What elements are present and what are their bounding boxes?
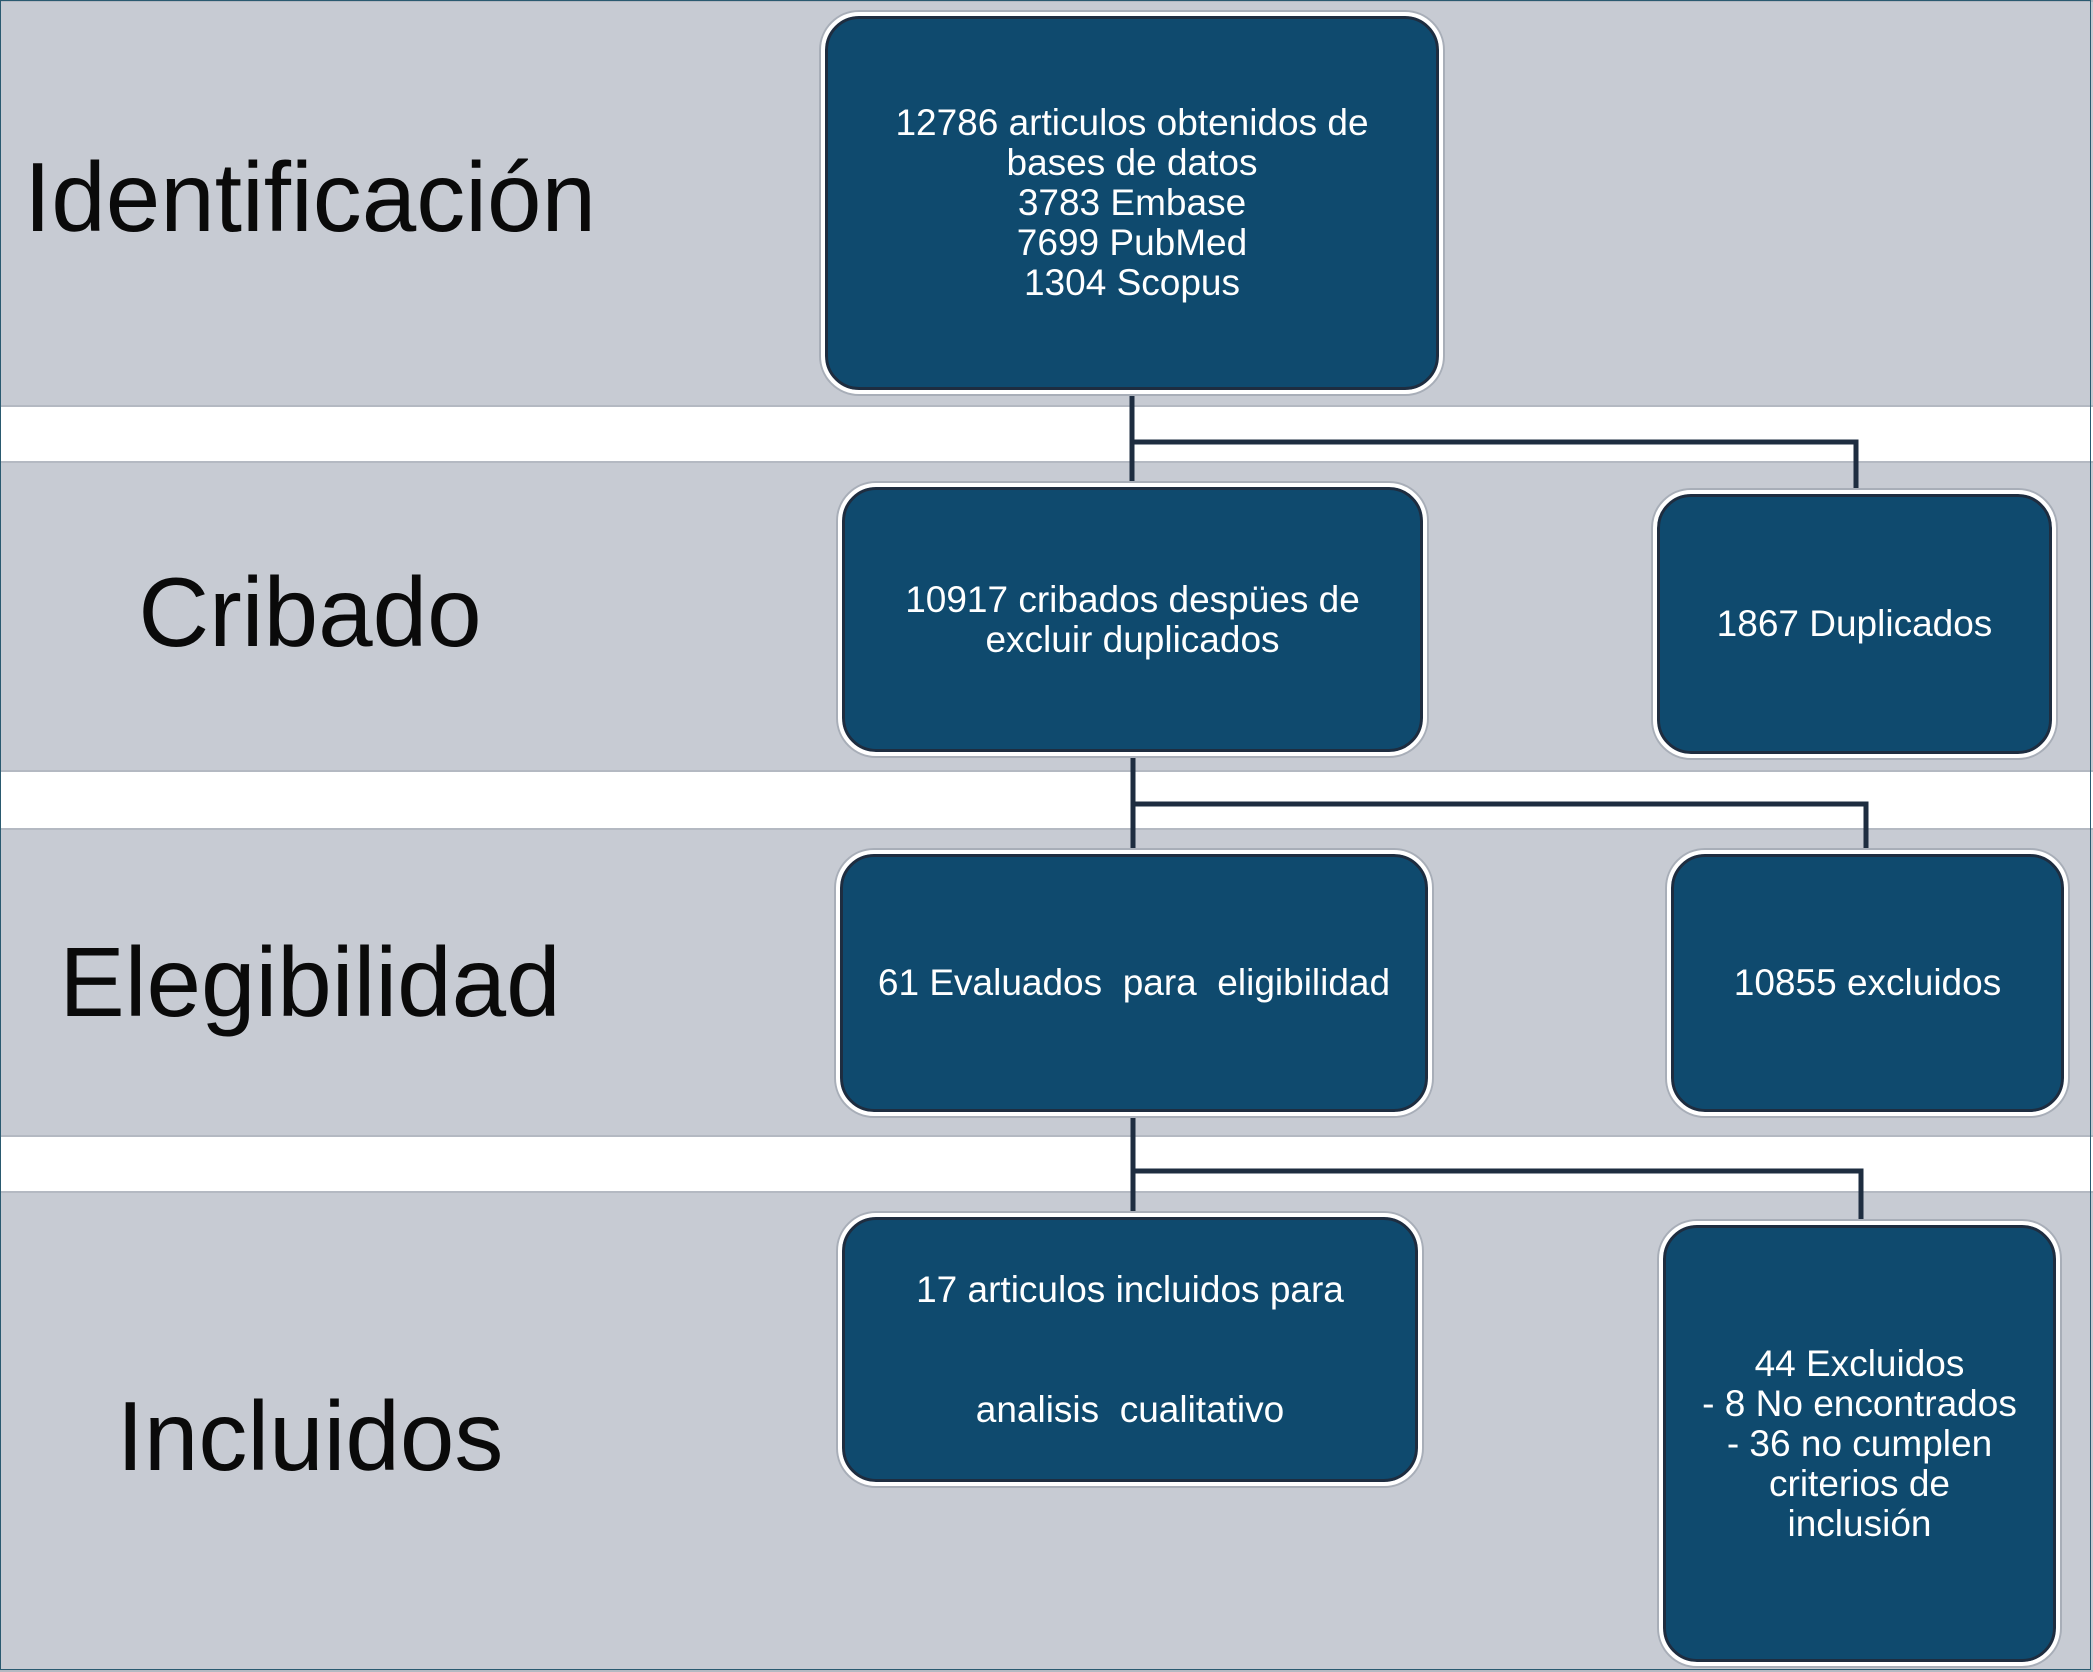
box-assessed-eligibility: 61 Evaluados para eligibilidad [836,850,1432,1116]
connector-identified-to-duplicates [1132,439,1859,494]
box-text-line: - 36 no cumplen [1726,1422,1993,1464]
box-screened-records: 10917 cribados despües de excluir duplic… [838,483,1427,756]
box-text-line: excluir duplicados [985,618,1280,660]
box-text-line: 1867 Duplicados [1716,603,1993,644]
box-text-line: 10917 cribados despües de [905,578,1360,620]
stage-label-eligibility: Elegibilidad [59,927,561,1037]
box-text-line: 1304 Scopus [1023,262,1240,303]
box-text-line: analisis cualitativo [975,1388,1285,1430]
box-text-line: criterios de [1769,1462,1950,1504]
box-text-line: 12786 articulos obtenidos de [895,102,1369,143]
box-text-line: 44 Excluidos [1754,1342,1965,1384]
box-text-line: 3783 Embase [1017,182,1247,223]
box-included-studies: 17 articulos incluidos para analisis cua… [838,1213,1422,1486]
stage-label-identification: Identificación [23,142,597,252]
box-excluded-screening: 10855 excluidos [1667,850,2068,1116]
connector-screened-to-excluded [1133,801,1869,854]
box-text-line: 10855 excluidos [1733,962,2002,1003]
connector-assessed-to-excluded-full-text [1133,1168,1864,1225]
stage-label-screening: Cribado [138,557,482,667]
box-text-line: bases de datos [1006,142,1258,183]
stage-label-included: Incluidos [116,1381,504,1491]
box-excluded-full-text: 44 Excluidos - 8 No encontrados - 36 no … [1659,1221,2060,1666]
box-text-line: - 8 No encontrados [1702,1382,2017,1424]
box-text-line: inclusión [1787,1502,1932,1544]
box-text-line: 7699 PubMed [1016,222,1248,263]
box-text-line: 17 articulos incluidos para [916,1268,1344,1310]
box-identified-records: 12786 articulos obtenidos de bases de da… [821,12,1443,394]
box-duplicates: 1867 Duplicados [1653,490,2056,758]
box-text-line: 61 Evaluados para eligibilidad [877,962,1391,1003]
